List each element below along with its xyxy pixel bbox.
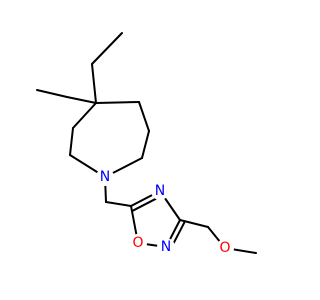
molecule-diagram: N N N O O bbox=[36, 32, 257, 257]
ethyl-top-terminal-bond bbox=[91, 32, 123, 65]
atom-label-background bbox=[129, 234, 147, 252]
ring-bond-c3-c2 bbox=[69, 127, 74, 156]
atom-label-o-methoxy: O bbox=[219, 240, 230, 256]
atom-label-n-ring: N bbox=[100, 169, 110, 185]
ring-bond-c5-c6 bbox=[138, 101, 150, 132]
ring-bond-c4-c5 bbox=[95, 101, 140, 104]
ethyl-top-bond bbox=[91, 63, 97, 104]
atom-label-o-oxadiazole: O bbox=[132, 235, 143, 251]
bonds-group bbox=[36, 32, 257, 254]
atom-label-n-oxadiazole-3: N bbox=[155, 183, 165, 199]
methoxymethyl-ch2-bond bbox=[179, 219, 209, 228]
ethyl-left-terminal-bond bbox=[36, 89, 68, 98]
ethyl-left-bond bbox=[66, 96, 97, 104]
atom-label-background bbox=[96, 168, 114, 186]
atom-label-background bbox=[157, 238, 175, 256]
atom-label-background bbox=[151, 182, 169, 200]
atom-label-background bbox=[216, 239, 234, 257]
atom-labels-group: N N N O O bbox=[96, 168, 234, 257]
atom-label-n-oxadiazole-2: N bbox=[161, 239, 171, 255]
ring-bond-c6-c7 bbox=[141, 130, 150, 159]
ring-bond-c4-c3 bbox=[72, 102, 97, 129]
link-to-oxadiazole-bond bbox=[105, 201, 132, 207]
